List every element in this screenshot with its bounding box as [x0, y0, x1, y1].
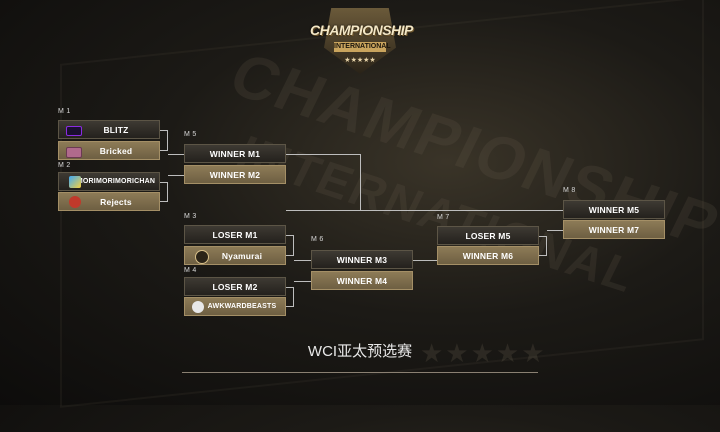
match-label-m6: M 6: [311, 236, 324, 243]
blitz-logo-icon: [66, 126, 82, 136]
connector-m1-to-m5: [168, 154, 184, 155]
m4-team-bottom-name: AWKWARDBEASTS: [207, 303, 277, 310]
m2-team-top[interactable]: MORIMORIMORICHAN: [58, 172, 160, 191]
connector-m4-to-m6: [294, 281, 311, 282]
awkwardbeasts-logo-icon: [192, 301, 204, 313]
match-label-m4: M 4: [184, 267, 197, 274]
m1-team-top[interactable]: BLITZ: [58, 120, 160, 139]
connector-m5-to-m8: [286, 154, 361, 211]
morimori-logo-icon: [69, 176, 81, 188]
tank-shield-icon: [324, 8, 396, 74]
m5-team-top-name: WINNER M1: [209, 148, 261, 159]
match-label-m2: M 2: [58, 162, 71, 169]
connector-m7: [539, 236, 547, 256]
m8-team-top[interactable]: WINNER M5: [563, 200, 665, 219]
m8-team-top-name: WINNER M5: [588, 204, 640, 215]
m7-team-top[interactable]: LOSER M5: [437, 226, 539, 245]
m7-team-top-name: LOSER M5: [465, 230, 511, 241]
match-label-m7: M 7: [437, 214, 450, 221]
page-title: WCI亚太预选赛: [307, 343, 413, 360]
logo-title: CHAMPIONSHIP: [310, 22, 413, 38]
m5-team-bottom[interactable]: WINNER M2: [184, 165, 286, 184]
m3-team-top-name: LOSER M1: [212, 229, 258, 240]
championship-logo: CHAMPIONSHIP INTERNATIONAL ★★★★★: [310, 6, 413, 78]
m6-team-bottom-name: WINNER M4: [336, 275, 388, 286]
connector-m4: [286, 287, 294, 307]
match-label-m3: M 3: [184, 213, 197, 220]
rejects-logo-icon: [69, 196, 81, 208]
m1-team-top-name: BLITZ: [103, 124, 129, 135]
m7-team-bottom-name: WINNER M6: [462, 250, 514, 261]
m7-team-bottom[interactable]: WINNER M6: [437, 246, 539, 265]
connector-m5-winner-to-m8: [361, 210, 563, 211]
m2-team-top-name: MORIMORIMORICHAN: [76, 178, 156, 185]
m6-team-top-name: WINNER M3: [336, 254, 388, 265]
match-label-m5: M 5: [184, 131, 197, 138]
m6-team-top[interactable]: WINNER M3: [311, 250, 413, 269]
m5-team-bottom-name: WINNER M2: [209, 169, 261, 180]
m4-team-top-name: LOSER M2: [212, 281, 258, 292]
m4-team-bottom[interactable]: AWKWARDBEASTS: [184, 297, 286, 316]
m3-team-top[interactable]: LOSER M1: [184, 225, 286, 244]
m2-team-bottom[interactable]: Rejects: [58, 192, 160, 211]
m2-team-bottom-name: Rejects: [100, 196, 132, 207]
connector-m7-to-m8: [547, 230, 563, 231]
nyamurai-logo-icon: [195, 250, 209, 264]
m6-team-bottom[interactable]: WINNER M4: [311, 271, 413, 290]
connector-m1: [160, 130, 168, 151]
m3-team-bottom-name: Nyamurai: [221, 250, 263, 261]
m1-team-bottom-name: Bricked: [99, 145, 133, 156]
background-stars: ★★★★★: [420, 338, 547, 368]
logo-subtitle: INTERNATIONAL: [334, 42, 391, 52]
connector-m3: [286, 235, 294, 256]
m5-team-top[interactable]: WINNER M1: [184, 144, 286, 163]
connector-m3-to-m6: [294, 260, 311, 261]
bricked-logo-icon: [66, 147, 82, 158]
m8-team-bottom[interactable]: WINNER M7: [563, 220, 665, 239]
logo-stars: ★★★★★: [344, 57, 376, 64]
m4-team-top[interactable]: LOSER M2: [184, 277, 286, 296]
title-divider: [182, 372, 538, 373]
match-label-m1: M 1: [58, 108, 71, 115]
connector-m6-to-m7: [413, 260, 437, 261]
m1-team-bottom[interactable]: Bricked: [58, 141, 160, 160]
m8-team-bottom-name: WINNER M7: [588, 224, 640, 235]
match-label-m8: M 8: [563, 187, 576, 194]
connector-m2: [160, 182, 168, 202]
m3-team-bottom[interactable]: Nyamurai: [184, 246, 286, 265]
connector-m2-to-m5: [168, 175, 184, 176]
